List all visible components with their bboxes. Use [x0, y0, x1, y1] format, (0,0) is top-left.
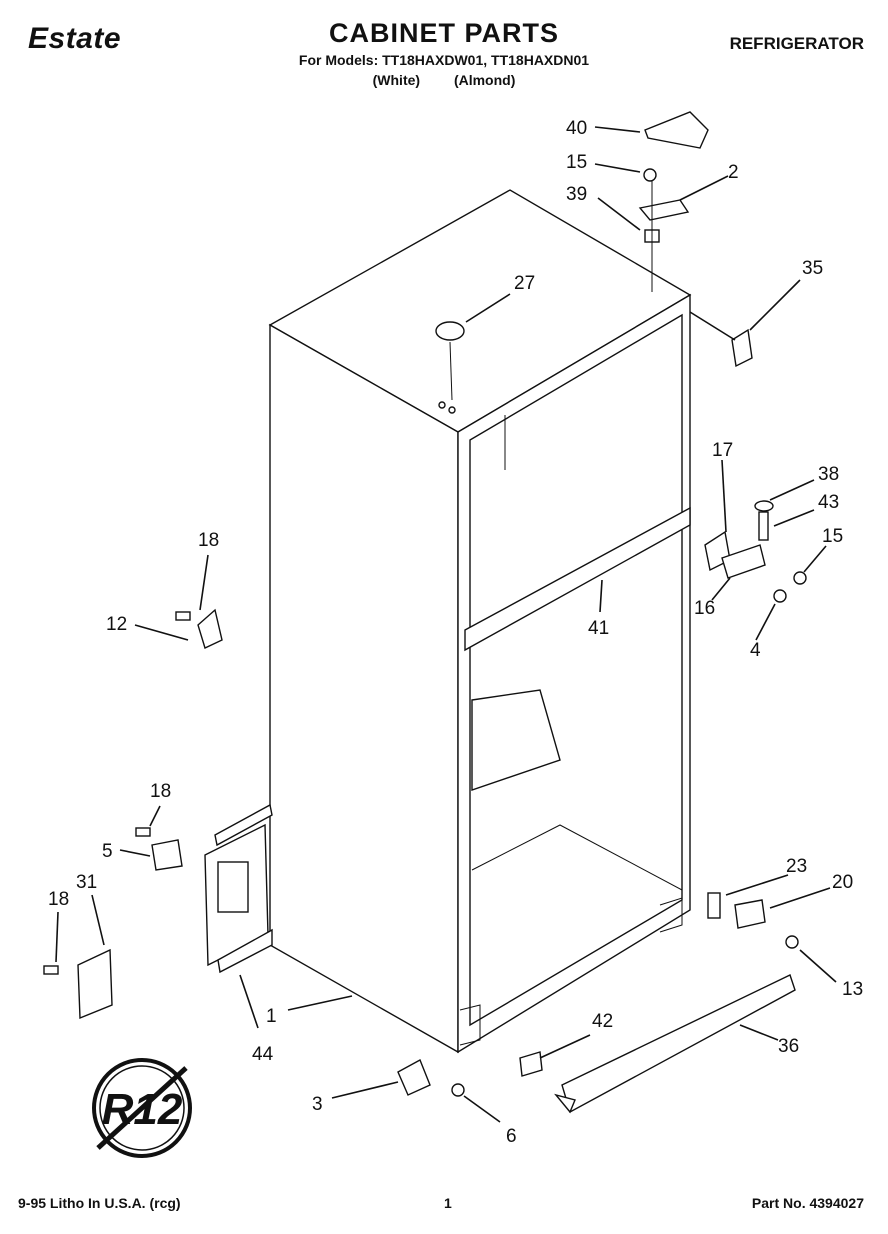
callout-31: 31 — [76, 872, 97, 893]
part-2-top-hinge — [638, 168, 690, 292]
part-3-leveler — [397, 1059, 465, 1097]
part-36-base-grille — [554, 974, 796, 1114]
callout-20: 20 — [832, 872, 853, 893]
part-44-side-panel — [204, 803, 273, 974]
callout-18-lower: 18 — [48, 889, 69, 910]
footer-print-info: 9-95 Litho In U.S.A. (rcg) — [18, 1195, 181, 1211]
part-23-20-bottom-hinge — [707, 892, 799, 949]
part-31-cover-plate — [43, 948, 113, 1020]
callout-5: 5 — [102, 841, 113, 862]
callout-13: 13 — [842, 979, 863, 1000]
leader-lines — [55, 126, 837, 1123]
callout-15-right: 15 — [822, 526, 843, 547]
part-16-17-center-hinge — [704, 500, 807, 603]
part-12-bracket-left — [175, 608, 223, 649]
part-27-plug — [435, 321, 465, 414]
r12-badge: R12 — [92, 1058, 192, 1158]
callout-15-top: 15 — [566, 152, 587, 173]
callout-42: 42 — [592, 1011, 613, 1032]
part-40-hinge-cover — [644, 111, 709, 149]
callout-27: 27 — [514, 273, 535, 294]
callout-3: 3 — [312, 1094, 323, 1115]
callout-40: 40 — [566, 118, 587, 139]
brand-logo: Estate — [28, 22, 122, 55]
callout-16: 16 — [694, 598, 715, 619]
callout-41: 41 — [588, 618, 609, 639]
callout-44: 44 — [252, 1044, 274, 1065]
callout-38: 38 — [818, 464, 839, 485]
callout-4: 4 — [750, 640, 761, 661]
callout-1: 1 — [266, 1006, 277, 1027]
callout-17: 17 — [712, 440, 733, 461]
callout-18-middle: 18 — [150, 781, 171, 802]
models-line: For Models: TT18HAXDW01, TT18HAXDN01 — [298, 52, 590, 68]
callout-18-upper: 18 — [198, 530, 219, 551]
callout-39: 39 — [566, 184, 587, 205]
callout-43: 43 — [818, 492, 839, 513]
part-42-clip — [519, 1051, 543, 1077]
callout-labels: 40 15 2 39 35 27 17 38 43 15 16 4 41 18 … — [48, 118, 863, 1147]
category-label: REFRIGERATOR — [729, 34, 864, 53]
callout-35: 35 — [802, 258, 823, 279]
callout-2: 2 — [728, 162, 739, 183]
part-35-trim — [731, 328, 753, 368]
callout-23: 23 — [786, 856, 807, 877]
footer-page-number: 1 — [444, 1195, 452, 1211]
cabinet-body — [268, 189, 692, 1054]
callout-36: 36 — [778, 1036, 799, 1057]
callout-12: 12 — [106, 614, 127, 635]
variants-line: (White) (Almond) — [372, 72, 516, 88]
page-title: CABINET PARTS — [328, 18, 559, 48]
part-5-clip — [135, 827, 183, 871]
footer-part-number: Part No. 4394027 — [751, 1195, 864, 1211]
callout-6: 6 — [506, 1126, 517, 1147]
